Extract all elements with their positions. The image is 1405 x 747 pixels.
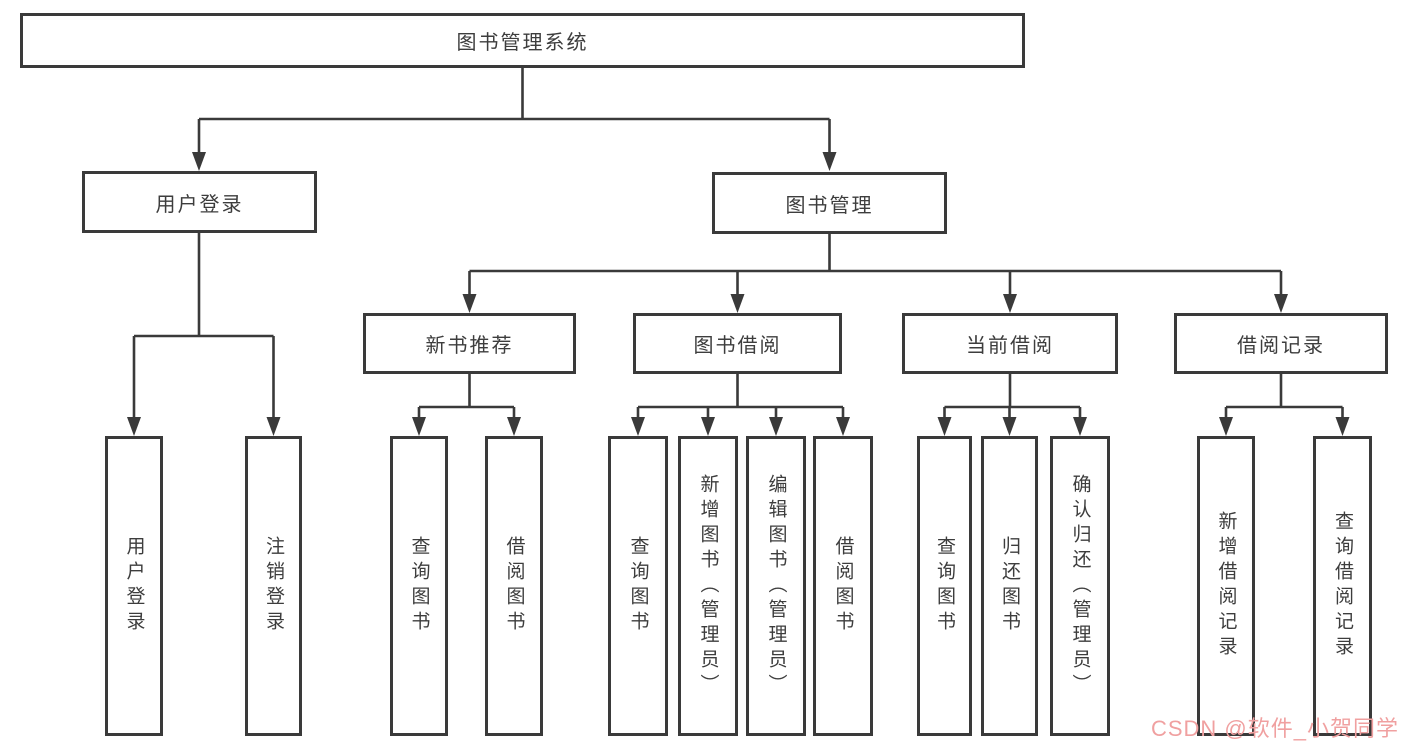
node-new-book-recommend-label: 新书推荐: [425, 335, 514, 357]
leaf-add-borrow-record-label: 新增借阅记录: [1215, 511, 1237, 661]
leaf-return-books: 归还图书: [981, 436, 1038, 736]
node-borrow-records-label: 借阅记录: [1237, 335, 1325, 357]
leaf-add-borrow-record: 新增借阅记录: [1197, 436, 1255, 736]
leaf-query-books-borrow-label: 查询图书: [627, 536, 649, 636]
leaf-confirm-return-admin: 确认归还（管理员）: [1050, 436, 1110, 736]
leaf-borrow-books-recommend-label: 借阅图书: [503, 536, 525, 636]
leaf-query-books-current-label: 查询图书: [934, 536, 955, 636]
leaf-user-login: 用户登录: [105, 436, 163, 736]
leaf-query-borrow-record-label: 查询借阅记录: [1332, 511, 1353, 661]
node-book-management: 图书管理: [712, 172, 947, 234]
leaf-confirm-return-admin-label: 确认归还（管理员）: [1069, 473, 1091, 699]
leaf-logout: 注销登录: [245, 436, 302, 736]
leaf-query-books-recommend: 查询图书: [390, 436, 448, 736]
node-user-login-label: 用户登录: [155, 193, 244, 216]
csdn-watermark: CSDN @软件_小贺同学: [1150, 716, 1399, 741]
leaf-query-books-recommend-label: 查询图书: [408, 536, 430, 636]
node-book-borrow-label: 图书借阅: [693, 335, 782, 357]
leaf-query-books-borrow: 查询图书: [608, 436, 668, 736]
node-new-book-recommend: 新书推荐: [363, 313, 576, 374]
node-user-login: 用户登录: [82, 171, 317, 233]
node-root-library-management-system: 图书管理系统: [20, 13, 1025, 68]
leaf-logout-label: 注销登录: [263, 536, 284, 636]
node-root-label: 图书管理系统: [456, 32, 589, 54]
leaf-user-login-label: 用户登录: [123, 536, 145, 636]
node-borrow-records: 借阅记录: [1174, 313, 1388, 374]
arrowhead-group: [127, 152, 1350, 436]
leaf-query-books-current: 查询图书: [917, 436, 972, 736]
leaf-borrow-books-label: 借阅图书: [832, 536, 854, 636]
node-current-borrow: 当前借阅: [902, 313, 1118, 374]
node-book-borrow: 图书借阅: [633, 313, 842, 374]
node-book-management-label: 图书管理: [785, 194, 874, 217]
leaf-borrow-books: 借阅图书: [813, 436, 873, 736]
leaf-return-books-label: 归还图书: [999, 536, 1020, 636]
leaf-borrow-books-recommend: 借阅图书: [485, 436, 543, 736]
node-current-borrow-label: 当前借阅: [966, 335, 1054, 357]
leaf-add-books-admin-label: 新增图书（管理员）: [697, 473, 719, 699]
leaf-query-borrow-record: 查询借阅记录: [1313, 436, 1372, 736]
leaf-edit-books-admin-label: 编辑图书（管理员）: [765, 473, 787, 699]
leaf-add-books-admin: 新增图书（管理员）: [678, 436, 738, 736]
leaf-edit-books-admin: 编辑图书（管理员）: [746, 436, 806, 736]
